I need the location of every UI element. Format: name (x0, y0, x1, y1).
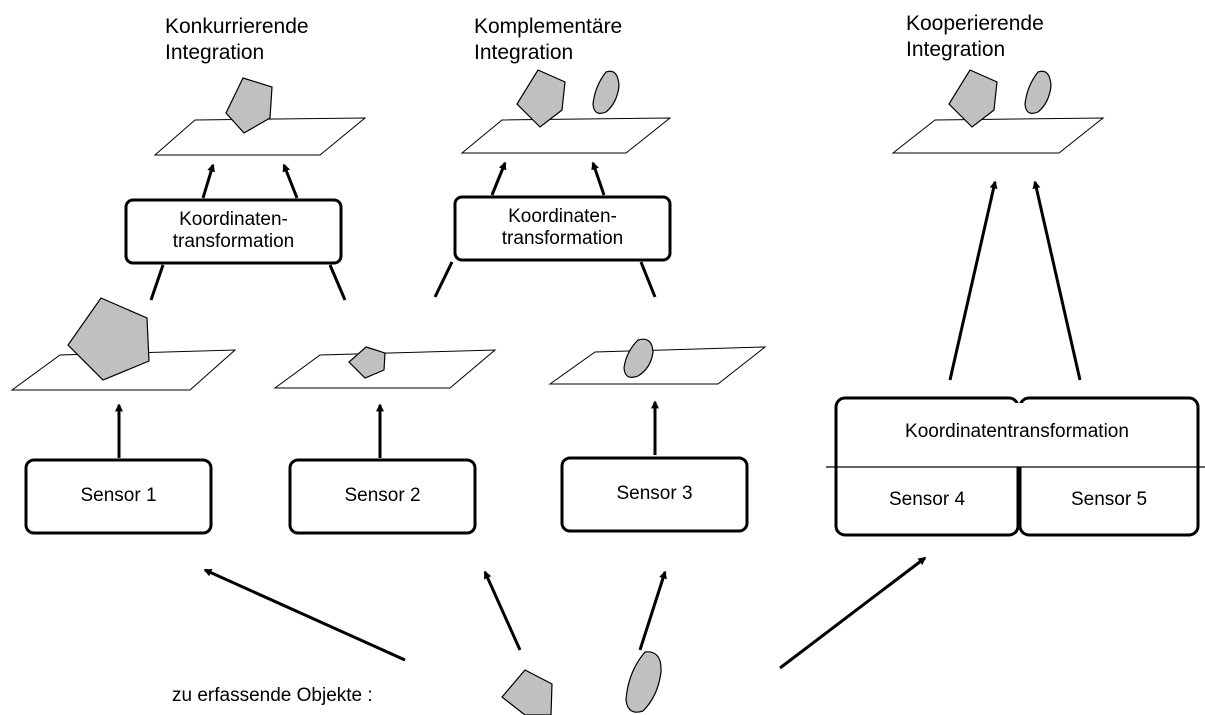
sensor-label-5: Sensor 5 (1070, 489, 1148, 510)
sensor-label-3: Sensor 3 (616, 483, 693, 504)
rounded-object-icon (625, 651, 662, 713)
plane-concurrent-result (153, 77, 367, 156)
arrow-objects-to-sensor1 (203, 568, 406, 662)
transform-label-complementary-line1: Koordinaten- (508, 206, 617, 227)
cooperative-sensor-block (826, 396, 1205, 537)
sensor-label-1: Sensor 1 (80, 485, 157, 506)
sensor-box-3 (560, 456, 749, 533)
transform-label-complementary: Koordinaten- transformation (455, 206, 670, 250)
heading-cooperative: Kooperierende Integration (906, 11, 1044, 63)
arrow-objects-to-sensor2 (483, 570, 522, 651)
sensor-label-2: Sensor 2 (344, 485, 421, 506)
connector-plane1-transform1 (149, 264, 165, 301)
plane-complementary-result (460, 69, 672, 154)
heading-complementary-line1: Komplementäre (474, 15, 623, 38)
transform-box-complementary (453, 195, 672, 262)
pentagon-object-icon (948, 69, 998, 128)
objects-to-detect (501, 651, 662, 715)
heading-cooperative-line2: Integration (906, 38, 1006, 61)
rounded-object-icon (623, 338, 654, 378)
sensor-box-1 (24, 458, 213, 535)
arrow-objects-to-sensor3 (638, 570, 667, 651)
rounded-object-icon (592, 70, 620, 114)
transform-label-concurrent-line2: transformation (172, 231, 295, 252)
transform-box-concurrent (124, 198, 343, 265)
sensor-label-4: Sensor 4 (888, 489, 966, 510)
transform-label-complementary-line2: transformation (501, 228, 624, 249)
connector-plane2-transform2 (433, 261, 454, 298)
plane-sensor2 (273, 346, 497, 389)
connector-plane2-transform1 (328, 264, 347, 301)
objects-label: zu erfassende Objekte : (172, 685, 373, 706)
heading-concurrent: Konkurrierende Integration (165, 14, 309, 66)
connector-plane3-transform2 (639, 261, 657, 298)
arrow-transform1-up-left (201, 163, 215, 199)
sensor-box-2 (288, 458, 477, 535)
heading-complementary-line2: Integration (474, 41, 574, 64)
heading-cooperative-line1: Kooperierende (906, 12, 1044, 35)
heading-concurrent-line1: Konkurrierende (165, 15, 309, 38)
transform-label-cooperative: Koordinatentransformation (905, 421, 1129, 442)
arrow-objects-to-cooperative (779, 556, 927, 670)
pentagon-object-icon (67, 297, 150, 381)
plane-sensor1 (10, 297, 237, 391)
pentagon-object-icon (348, 346, 386, 379)
plane-sensor3 (548, 338, 767, 385)
arrow-transform1-up-right (282, 163, 299, 199)
arrow-cooperative-up-right (1032, 180, 1082, 381)
pentagon-object-icon (516, 69, 566, 128)
transform-label-concurrent-line1: Koordinaten- (179, 209, 288, 230)
heading-complementary: Komplementäre Integration (474, 14, 622, 66)
pentagon-object-icon (501, 669, 553, 715)
plane-cooperative-result (891, 69, 1105, 154)
pentagon-object-icon (225, 77, 273, 134)
arrow-cooperative-up-left (948, 180, 998, 381)
arrow-transform2-up-right (591, 161, 606, 196)
rounded-object-icon (1024, 70, 1052, 114)
arrow-transform2-up-left (490, 161, 507, 196)
heading-concurrent-line2: Integration (165, 41, 265, 64)
transform-label-concurrent: Koordinaten- transformation (126, 209, 341, 253)
